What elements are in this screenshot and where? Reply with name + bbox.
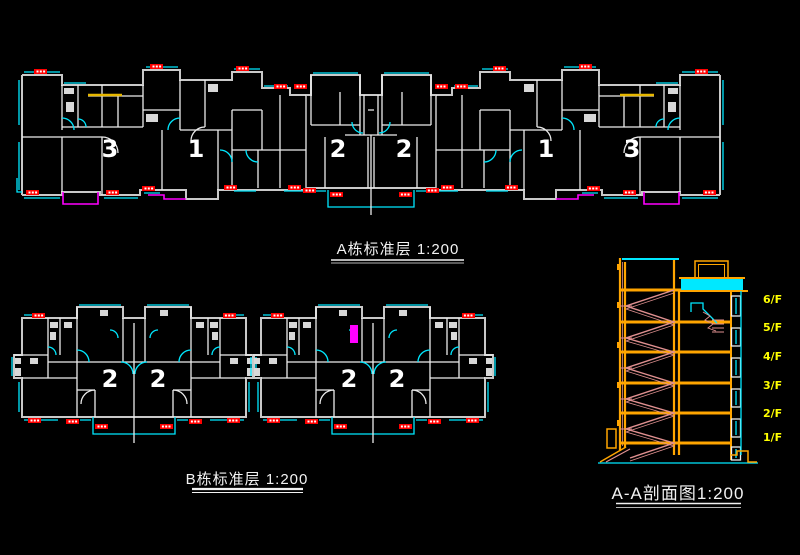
unit-label: 2 (102, 365, 119, 393)
unit-label: 2 (150, 365, 167, 393)
unit-label: 3 (102, 135, 119, 163)
floor-label: 5/F (763, 321, 782, 334)
magenta-fixture (350, 325, 358, 343)
floor-label: 6/F (763, 293, 782, 306)
plan-b-module-1 (12, 305, 256, 443)
plan-b-caption: B栋标准层 1:200 (186, 470, 309, 493)
plan-a-drawing: 3 1 2 2 1 3 (16, 64, 723, 215)
section-drawing: 6/F 5/F 4/F 3/F 2/F 1/F (598, 258, 782, 464)
unit-label: 3 (624, 135, 641, 163)
plan-a-right-wing (435, 64, 723, 204)
plan-b-module-2 (251, 305, 495, 443)
section-caption: A-A剖面图1:200 (612, 484, 745, 508)
facade-windows (730, 295, 742, 461)
plan-a-caption: A栋标准层 1:200 (331, 240, 464, 264)
unit-label: 2 (330, 135, 347, 163)
floor-label: 3/F (763, 379, 782, 392)
floor-label: 4/F (763, 350, 782, 363)
unit-label: 2 (341, 365, 358, 393)
roof-slab (681, 279, 743, 290)
plan-a-title: A栋标准层 1:200 (337, 240, 460, 258)
unit-label: 1 (538, 135, 555, 163)
section-title: A-A剖面图1:200 (612, 484, 745, 503)
plan-a-left-wing (19, 64, 307, 204)
floor-label: 1/F (763, 431, 782, 444)
unit-label: 2 (389, 365, 406, 393)
floor-label: 2/F (763, 407, 782, 420)
plan-b-title: B栋标准层 1:200 (186, 470, 309, 488)
plan-b-drawing: 2 2 2 2 (12, 305, 495, 443)
unit-label: 2 (396, 135, 413, 163)
unit-label: 1 (188, 135, 205, 163)
